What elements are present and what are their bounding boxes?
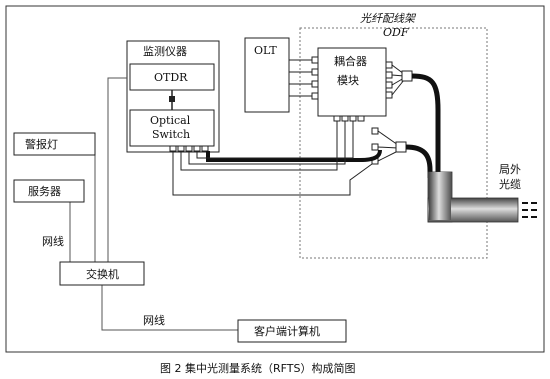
figure-caption: 图 2 集中光测量系统（RFTS）构成简图 (160, 361, 355, 375)
alarm-light-label: 警报灯 (25, 137, 58, 151)
fanout-connector-1 (401, 70, 413, 82)
outer-frame (5, 5, 545, 353)
coupler-module-box (317, 47, 387, 117)
network-label-2: 网线 (143, 313, 165, 327)
outdoor-cable-label-1: 局外 (499, 163, 521, 176)
server-label: 服务器 (28, 185, 61, 198)
olt-label: OLT (254, 44, 277, 57)
server-box (13, 179, 85, 203)
switch-ports (169, 145, 209, 152)
outdoor-pipe-joint (429, 172, 451, 220)
otdr-switch-connector (169, 96, 175, 102)
coupler-label-2: 模块 (337, 74, 359, 87)
fiber-cable-switch (206, 149, 382, 162)
coupler-label-1: 耦合器 (334, 54, 367, 68)
optical-switch-label-2: Switch (152, 128, 190, 141)
outdoor-cable-label-2: 光缆 (499, 177, 521, 191)
network-lines (69, 77, 238, 331)
alarm-light-box (13, 132, 96, 156)
network-switch-label: 交换机 (86, 267, 119, 281)
odf-frame (299, 27, 488, 259)
otdr-label: OTDR (154, 71, 188, 84)
network-label-1: 网线 (42, 234, 64, 248)
monitor-instrument-label: 监测仪器 (143, 45, 187, 58)
fiber-cable-upper (411, 73, 441, 175)
odf-connector-leads (377, 130, 399, 162)
optical-switch-label-1: Optical (150, 114, 191, 127)
fiber-cable-lower (405, 144, 433, 178)
thin-fibers (172, 121, 373, 196)
odf-title-1: 光纤配线架 (360, 12, 417, 25)
fanout-connector-2 (395, 141, 407, 153)
client-computer-label: 客户端计算机 (254, 324, 320, 338)
optical-switch-box (129, 109, 215, 147)
outdoor-pipe-dashes (522, 202, 537, 218)
client-computer-box (237, 319, 347, 343)
coupler-left-ports (311, 56, 319, 100)
coupler-bottom-ports (333, 115, 365, 122)
olt-links (289, 59, 312, 97)
coupler-right-ports (385, 61, 393, 99)
olt-box (244, 37, 290, 113)
otdr-box (129, 63, 215, 91)
network-switch-box (59, 261, 145, 286)
odf-title-2: ODF (383, 26, 409, 39)
